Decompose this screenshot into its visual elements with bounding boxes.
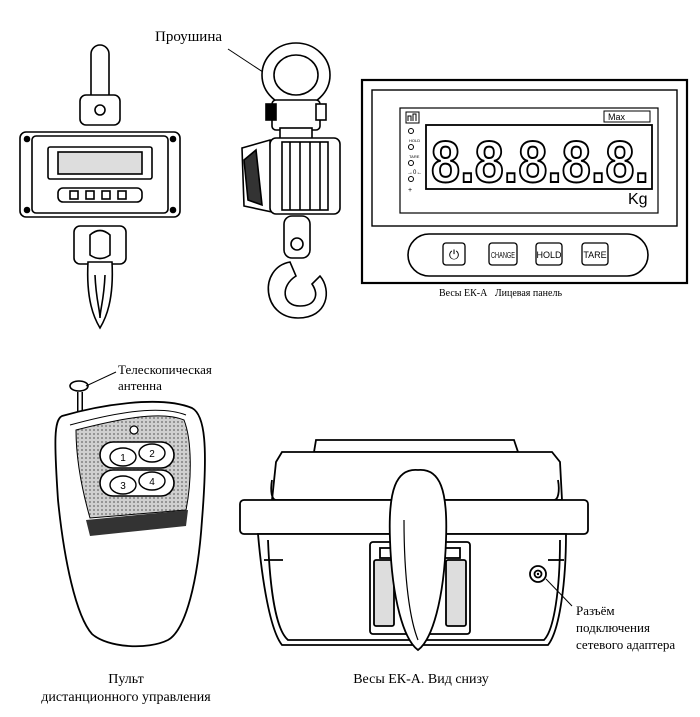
indicator-hold: HOLD <box>409 138 420 143</box>
indicator-tare: TARE <box>409 154 420 159</box>
connector-leader-line <box>545 578 573 607</box>
front-panel-caption: Весы ЕК-А Лицевая панель <box>439 288 562 299</box>
scale-bottom-view <box>239 439 589 652</box>
remote-caption-1: Пульт <box>108 672 143 687</box>
hold-button[interactable]: HOLD <box>535 242 563 266</box>
hold-button-label: HOLD <box>536 250 562 260</box>
change-button[interactable]: CHANGE <box>488 242 518 266</box>
remote-button-1[interactable]: 1 <box>109 447 137 467</box>
max-tag-box <box>603 110 651 123</box>
scale-side-view <box>241 42 341 319</box>
remote-button-2-label: 2 <box>149 449 155 460</box>
unit-label: Kg <box>628 191 648 208</box>
connector-label-2: подключения <box>576 620 650 635</box>
indicator-zero: →0← <box>407 170 422 176</box>
eyelet-label: Проушина <box>155 29 222 45</box>
remote-button-2[interactable]: 2 <box>138 443 166 463</box>
tare-button-label: TARE <box>583 250 606 260</box>
antenna-leader-line <box>85 371 117 387</box>
scale-front-view <box>19 44 181 330</box>
remote-caption-2: дистанционного управления <box>41 690 211 705</box>
remote-button-3-label: 3 <box>120 481 126 492</box>
weight-display: 8.8.8.8.8. <box>431 130 649 195</box>
power-button[interactable]: ⏻ <box>442 242 466 266</box>
remote-control: 1 2 3 4 <box>54 380 206 648</box>
display-window <box>425 124 653 190</box>
brand-logo <box>405 111 420 124</box>
power-icon: ⏻ <box>449 247 459 262</box>
max-tag: Max <box>608 112 626 122</box>
antenna-label-1: Телескопическая <box>118 362 212 377</box>
connector-label-3: сетевого адаптера <box>576 637 675 652</box>
remote-button-4-label: 4 <box>149 477 155 488</box>
antenna-label-2: антенна <box>118 378 162 393</box>
indicator-plus: + <box>408 187 412 194</box>
remote-button-4[interactable]: 4 <box>138 471 166 491</box>
change-button-label: CHANGE <box>491 251 515 260</box>
connector-label-1: Разъём <box>576 603 615 618</box>
remote-button-1-label: 1 <box>120 453 126 464</box>
remote-button-3[interactable]: 3 <box>109 475 137 495</box>
indicator-column: HOLD TARE →0← + <box>407 128 422 194</box>
tare-button[interactable]: TARE <box>581 242 609 266</box>
front-panel: Max 8.8.8.8.8. Kg HOLD TARE →0← + ⏻ CHAN… <box>360 78 689 285</box>
bottom-view-caption: Весы ЕК-А. Вид снизу <box>353 672 489 687</box>
